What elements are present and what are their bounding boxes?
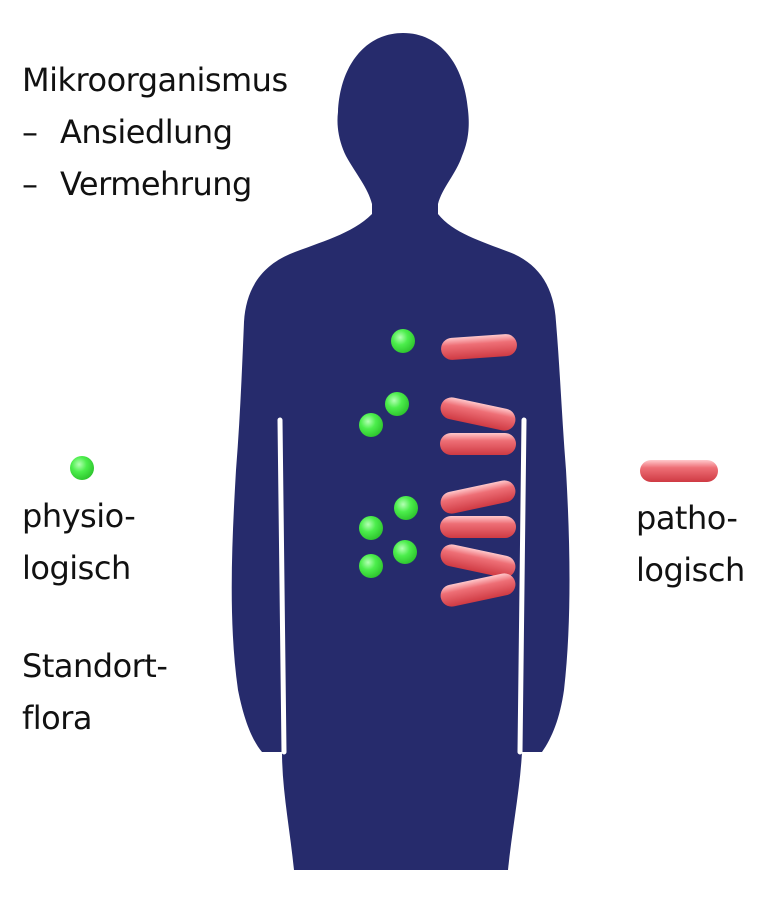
- header-item-dash: –: [22, 165, 38, 203]
- pathological-bacteria: [440, 334, 517, 607]
- coccus: [359, 516, 383, 540]
- physiological-label-line: physio-: [22, 497, 136, 535]
- standortflora-label: Standort- flora: [22, 640, 168, 744]
- physiological-flora: [359, 329, 418, 578]
- head-neck: [337, 33, 469, 222]
- physiological-legend-coccus: [70, 456, 94, 480]
- pathological-legend-rod: [640, 460, 718, 482]
- rod: [440, 516, 516, 538]
- coccus: [394, 496, 418, 520]
- rod: [441, 334, 517, 360]
- coccus: [385, 392, 409, 416]
- coccus: [393, 540, 417, 564]
- physiological-label-line: logisch: [22, 549, 131, 587]
- pathological-label-line: logisch: [636, 551, 745, 589]
- header-item-dash: –: [22, 113, 38, 151]
- header-block: Mikroorganismus –Ansiedlung –Vermehrung: [22, 54, 288, 210]
- header-title: Mikroorganismus: [22, 61, 288, 99]
- rod: [440, 433, 516, 455]
- header-item: –Vermehrung: [22, 158, 288, 210]
- rod: [440, 480, 516, 514]
- pathological-label: patho- logisch: [636, 492, 745, 596]
- rod: [440, 397, 516, 431]
- standortflora-label-line: flora: [22, 699, 93, 737]
- header-item: –Ansiedlung: [22, 106, 288, 158]
- arm-gaps: [277, 417, 527, 755]
- standortflora-label-line: Standort-: [22, 647, 168, 685]
- header-item-label: Vermehrung: [60, 165, 252, 203]
- pathological-label-line: patho-: [636, 499, 738, 537]
- rod: [440, 573, 516, 607]
- header-item-label: Ansiedlung: [60, 113, 233, 151]
- coccus: [359, 413, 383, 437]
- coccus: [359, 554, 383, 578]
- rod: [440, 544, 516, 578]
- coccus: [391, 329, 415, 353]
- physiological-label: physio- logisch: [22, 490, 136, 594]
